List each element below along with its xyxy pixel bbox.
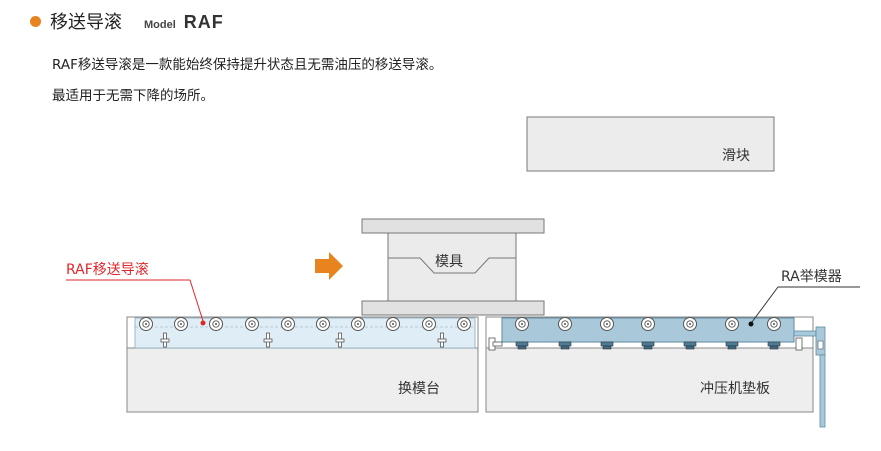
raf-roller-rail	[126, 316, 479, 349]
change-table-label: 换模台	[398, 380, 440, 397]
model-code: RAF	[183, 12, 224, 32]
die-label: 模具	[435, 254, 463, 270]
raf-callout: RAF移送导滚	[66, 261, 206, 326]
change-table: 换模台	[126, 347, 479, 413]
description-line-1: RAF移送导滚是一款能始终保持提升状态且无需油压的移送导滚。	[52, 57, 443, 73]
raf-callout-label: RAF移送导滚	[66, 261, 149, 278]
slide-label: 滑块	[722, 147, 750, 164]
ra-callout: RA举模器	[748, 269, 860, 327]
ra-callout-label: RA举模器	[781, 269, 842, 285]
slide-block: 滑块	[526, 116, 775, 172]
bolster-label: 冲压机垫板	[700, 381, 770, 397]
description-line-2: 最适用于无需下降的场所。	[52, 88, 214, 104]
ra-lifter	[488, 317, 826, 428]
section-title: 移送导滚	[50, 12, 122, 33]
orange-bullet-icon	[30, 16, 41, 27]
move-arrow-icon	[315, 252, 343, 280]
model-label: Model	[144, 19, 176, 31]
die-block: 模具	[361, 218, 545, 316]
section-header: 移送导滚 Model RAF	[30, 8, 224, 34]
